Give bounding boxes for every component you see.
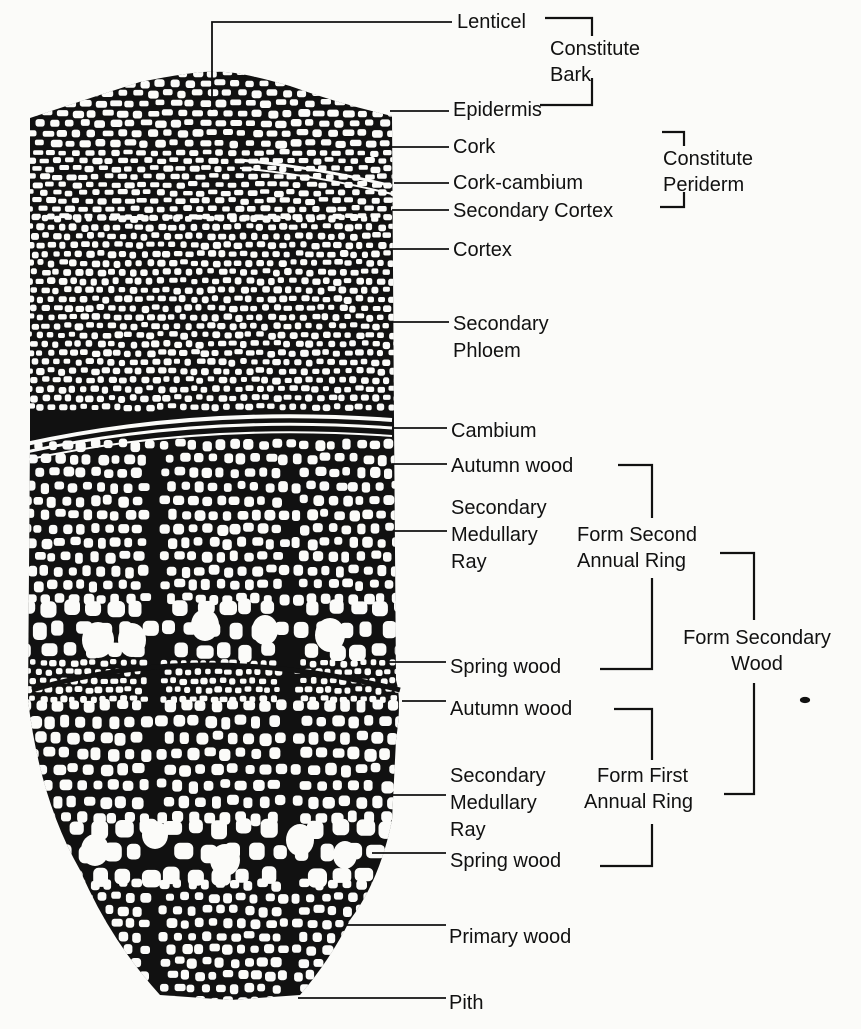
label-spring-wood-2: Spring wood xyxy=(450,656,562,678)
leader-lenticel xyxy=(211,21,452,110)
group-constitute-periderm: Constitute Periderm xyxy=(663,146,753,198)
label-spring-wood-1: Spring wood xyxy=(450,850,562,872)
label-smr1-line-1: Secondary xyxy=(450,765,546,787)
group-constitute-bark: Constitute Bark xyxy=(550,36,640,88)
group-constitute-periderm-line-1: Constitute xyxy=(663,148,754,170)
tissue-bands xyxy=(25,158,401,693)
group-fsw-line-1: Form Secondary xyxy=(683,627,831,649)
phloem-cells xyxy=(28,214,399,412)
group-ffar-line-2: Annual Ring xyxy=(584,791,693,813)
label-smr2-line-2: Medullary xyxy=(451,524,538,546)
vessel xyxy=(142,821,168,849)
bracket-wood-top xyxy=(720,551,756,620)
bracket-ring2-top xyxy=(618,463,654,518)
label-autumn-wood-2: Autumn wood xyxy=(451,455,574,477)
label-secondary-medullary-ray-2: Secondary Medullary Ray xyxy=(451,495,547,576)
tissue-cells xyxy=(28,71,399,1000)
label-primary-wood: Primary wood xyxy=(449,926,572,948)
label-cambium: Cambium xyxy=(451,420,537,442)
bracket-bark-top xyxy=(545,16,594,36)
vessel xyxy=(81,834,109,866)
label-smr1-line-3: Ray xyxy=(450,819,486,841)
label-secondary-phloem-line-1: Secondary xyxy=(453,313,549,335)
vessel xyxy=(315,618,345,652)
group-constitute-bark-line-2: Bark xyxy=(550,64,592,86)
label-secondary-cortex: Secondary Cortex xyxy=(453,200,614,222)
vessel xyxy=(252,615,278,645)
group-constitute-periderm-line-2: Periderm xyxy=(663,174,745,196)
label-smr2-line-3: Ray xyxy=(451,551,487,573)
wood-1-cells xyxy=(28,698,399,827)
vessel xyxy=(191,609,219,641)
cambium-band-2 xyxy=(25,422,393,454)
vessels xyxy=(81,609,357,876)
group-form-second-annual-ring: Form Second Annual Ring xyxy=(577,522,697,574)
label-cortex: Cortex xyxy=(453,239,512,261)
cork-cambium-band xyxy=(239,158,393,188)
label-secondary-phloem-line-2: Phloem xyxy=(453,340,521,362)
label-smr1-line-2: Medullary xyxy=(450,792,537,814)
label-cork-cambium: Cork-cambium xyxy=(453,172,584,194)
bracket-wood-bottom xyxy=(724,683,756,796)
cambium-band-3 xyxy=(25,431,393,461)
cambium-band xyxy=(25,414,393,446)
vessel xyxy=(333,841,357,869)
cortex-outer-cells xyxy=(28,149,399,221)
vessel xyxy=(118,623,146,657)
cork-cambium-band-2 xyxy=(239,167,393,195)
vessel xyxy=(286,824,314,856)
group-fsar-line-1: Form Second xyxy=(577,524,698,546)
group-fsar-line-2: Annual Ring xyxy=(577,550,686,572)
vessel xyxy=(82,622,114,658)
label-cork: Cork xyxy=(453,136,496,158)
label-epidermis: Epidermis xyxy=(453,99,542,121)
bracket-bark-bottom xyxy=(540,78,594,107)
vessel xyxy=(210,844,240,876)
label-secondary-phloem: Secondary Phloem xyxy=(453,311,549,365)
bracket-periderm-top xyxy=(662,130,686,146)
bracket-ring1-top xyxy=(614,707,654,760)
print-speck xyxy=(799,696,811,704)
annual-ring-boundary xyxy=(31,662,401,693)
group-form-first-annual-ring: Form First Annual Ring xyxy=(584,763,693,815)
group-ffar-line-1: Form First xyxy=(597,765,689,787)
group-form-secondary-wood: Form Secondary Wood xyxy=(658,625,856,677)
label-lenticel: Lenticel xyxy=(457,11,526,33)
label-pith: Pith xyxy=(449,992,484,1014)
label-secondary-medullary-ray-1: Secondary Medullary Ray xyxy=(450,763,546,844)
label-smr2-line-1: Secondary xyxy=(451,497,547,519)
bracket-ring2-bottom xyxy=(600,578,654,671)
bracket-ring1-bottom xyxy=(600,824,654,868)
group-fsw-line-2: Wood xyxy=(731,653,783,675)
bracket-lines xyxy=(540,16,811,868)
bracket-periderm-bottom xyxy=(660,192,686,209)
group-constitute-bark-line-1: Constitute xyxy=(550,38,641,60)
leader-lines xyxy=(211,21,452,999)
label-autumn-wood-1: Autumn wood xyxy=(450,698,573,720)
